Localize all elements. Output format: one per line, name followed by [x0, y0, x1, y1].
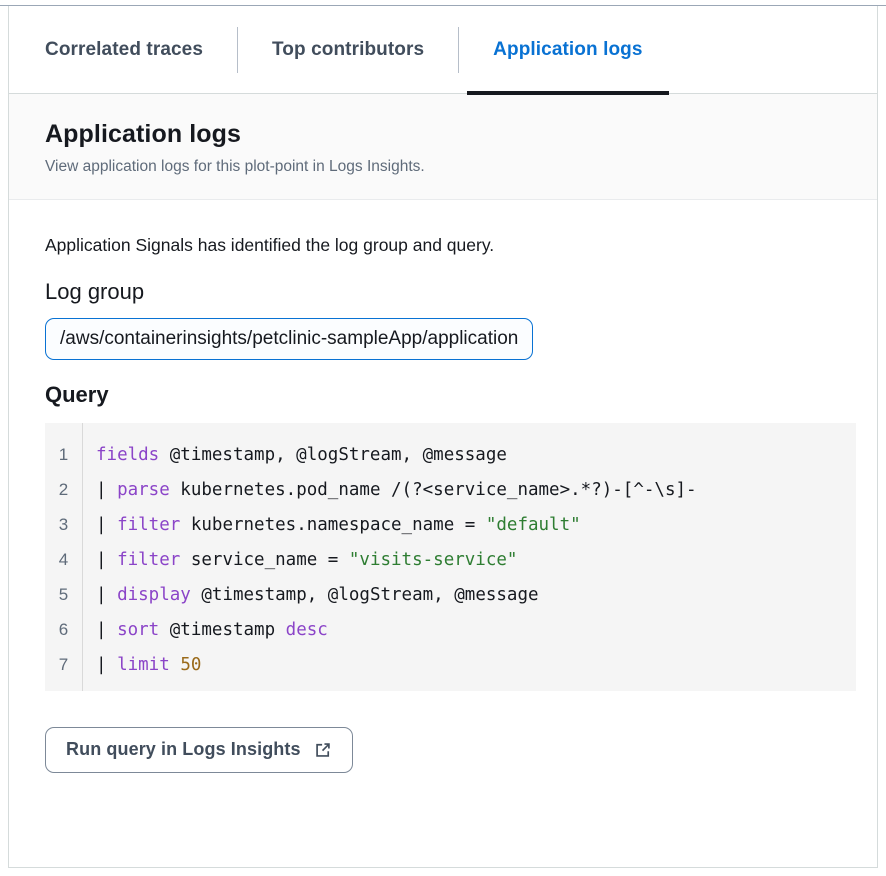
run-query-label: Run query in Logs Insights	[66, 739, 301, 760]
code-token	[170, 655, 181, 675]
tab-correlated-traces[interactable]: Correlated traces	[11, 6, 237, 94]
panel-container: Correlated traces Top contributors Appli…	[8, 6, 878, 868]
code-token: @timestamp, @logStream, @message	[159, 444, 507, 465]
code-line: 4 | filter service_name = "visits-service…	[45, 542, 856, 577]
code-line-text: | limit 50	[82, 648, 201, 683]
tab-top-contributors[interactable]: Top contributors	[238, 6, 458, 94]
code-token: |	[96, 584, 118, 605]
code-line-text: | parse kubernetes.pod_name /(?<service_…	[82, 473, 697, 508]
line-number: 4	[58, 549, 69, 569]
tab-label: Correlated traces	[45, 38, 203, 60]
query-label: Query	[45, 382, 109, 408]
code-token: limit	[117, 654, 170, 675]
log-group-label: Log group	[45, 279, 145, 305]
panel-body: Application Signals has identified the l…	[9, 200, 877, 867]
external-link-icon	[314, 741, 332, 759]
code-token: kubernetes.namespace_name =	[180, 514, 486, 535]
page-description: View application logs for this plot-poin…	[45, 157, 425, 175]
code-token: service_name =	[180, 549, 349, 570]
code-token: @timestamp	[159, 619, 286, 640]
code-token: sort	[117, 619, 160, 640]
line-number: 3	[58, 514, 69, 534]
window-top-edge	[0, 0, 886, 6]
log-group-value: /aws/containerinsights/petclinic-sampleA…	[60, 327, 519, 349]
line-number: 5	[58, 584, 69, 604]
code-line-text: | filter service_name = "visits-service"	[82, 543, 517, 578]
code-token: fields	[96, 444, 160, 465]
run-query-button[interactable]: Run query in Logs Insights	[45, 726, 353, 773]
section-header: Application logs View application logs f…	[9, 94, 877, 201]
line-number: 2	[58, 479, 69, 499]
code-token: "default"	[485, 514, 581, 535]
code-token: |	[96, 479, 118, 500]
tab-separator	[237, 26, 238, 73]
code-line: 2 | parse kubernetes.pod_name /(?<service…	[45, 472, 856, 507]
log-group-value-field[interactable]: /aws/containerinsights/petclinic-sampleA…	[45, 317, 534, 361]
code-token: filter	[117, 549, 181, 570]
code-token: |	[96, 654, 118, 675]
code-line: 3 | filter kubernetes.namespace_name = "d…	[45, 507, 856, 542]
code-line: 7 | limit 50	[45, 647, 856, 682]
code-token: display	[117, 584, 191, 605]
code-line-text: | sort @timestamp desc	[82, 613, 328, 648]
intro-text: Application Signals has identified the l…	[45, 235, 495, 256]
code-line-text: fields @timestamp, @logStream, @message	[82, 438, 507, 473]
code-line: 5 | display @timestamp, @logStream, @mess…	[45, 577, 856, 612]
query-code-block[interactable]: 1 fields @timestamp, @logStream, @message…	[45, 422, 856, 691]
code-line-text: | display @timestamp, @logStream, @messa…	[82, 578, 539, 613]
tab-application-logs[interactable]: Application logs	[459, 6, 676, 95]
tab-bar: Correlated traces Top contributors Appli…	[9, 6, 877, 95]
code-token: |	[96, 514, 118, 535]
code-token: desc	[285, 619, 328, 640]
page-title: Application logs	[45, 120, 242, 148]
gutter-divider	[82, 422, 83, 691]
code-lines: 1 fields @timestamp, @logStream, @message…	[45, 437, 856, 682]
code-line: 1 fields @timestamp, @logStream, @message	[45, 437, 856, 472]
line-number: 6	[58, 619, 69, 639]
code-line-text: | filter kubernetes.namespace_name = "de…	[82, 508, 581, 543]
line-number: 7	[58, 654, 69, 674]
code-line: 6 | sort @timestamp desc	[45, 612, 856, 647]
line-number: 1	[58, 444, 69, 464]
code-token: parse	[117, 479, 170, 500]
code-token: kubernetes.pod_name /(?<service_name>.*?…	[169, 479, 697, 500]
code-token: @timestamp, @logStream, @message	[190, 584, 539, 605]
tab-label: Application logs	[493, 38, 643, 60]
code-token: |	[96, 549, 118, 570]
tab-label: Top contributors	[272, 38, 425, 60]
code-token: "visits-service"	[348, 549, 518, 570]
code-token: |	[96, 619, 118, 640]
tab-separator	[458, 26, 460, 73]
code-token: filter	[117, 514, 181, 535]
code-token: 50	[180, 654, 202, 675]
